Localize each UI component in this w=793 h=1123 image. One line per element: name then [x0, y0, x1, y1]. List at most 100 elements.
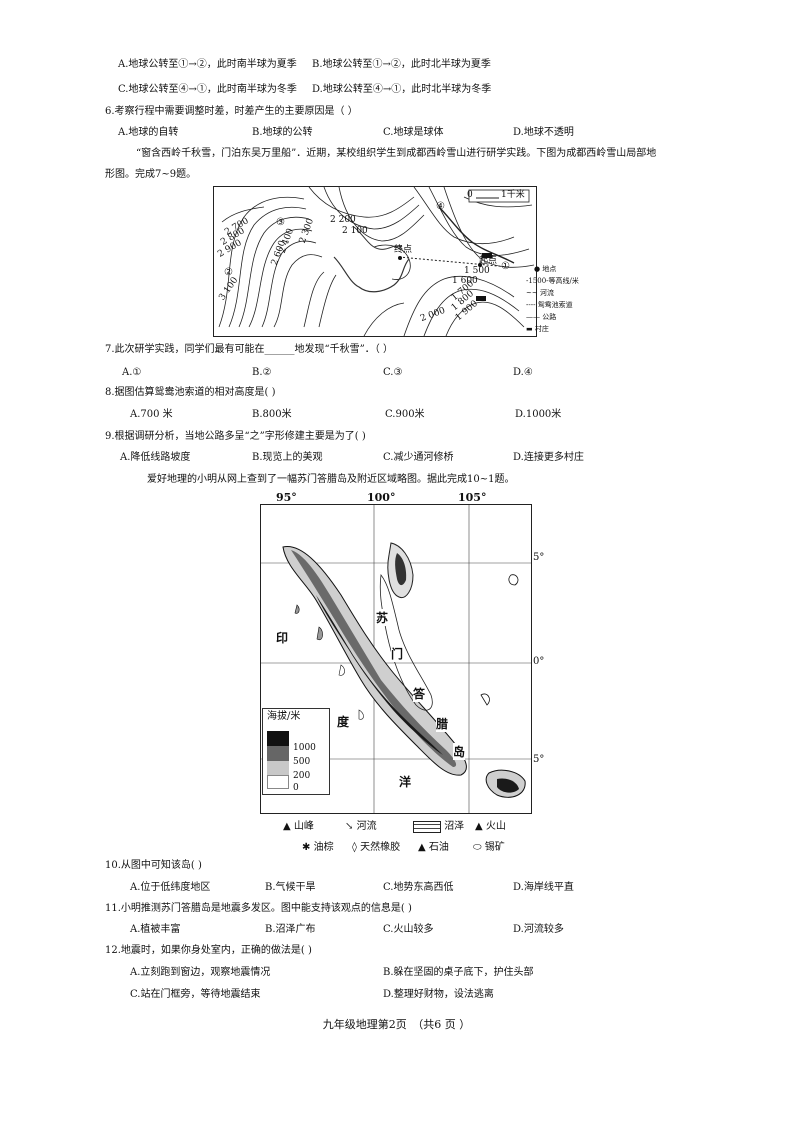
legend-cableway-label: 鸳鸯池索道: [537, 301, 573, 309]
q8-option-b: B.800米: [252, 409, 292, 420]
latitude-label: 5°: [533, 754, 545, 765]
point-3: ③: [276, 217, 285, 228]
river-icon: ↘: [345, 821, 354, 832]
q9-option-b: B.现览上的美观: [252, 452, 323, 463]
q11-stem: 11.小明推测苏门答腊岛是地震多发区。图中能支持该观点的信息是( ): [105, 903, 412, 914]
intro-paragraph-1-line1: “窗含西岭千秋雪，门泊东吴万里船”．近期，某校组织学生到成都西岭雪山进行研学实践…: [136, 148, 657, 159]
elevation-swatch: [267, 746, 289, 761]
q6-option-d: D.地球不透明: [513, 127, 574, 138]
longitude-label: 100°: [367, 491, 396, 504]
legend-road: —— 公路: [526, 313, 557, 321]
elevation-value: 200: [293, 771, 311, 781]
elevation-value: 1000: [293, 743, 316, 753]
scale-zero: 0: [467, 190, 473, 200]
legend-tin-label: 锡矿: [484, 842, 505, 853]
contour-label: 1 500: [464, 266, 490, 276]
q8-stem: 8.据图估算鸳鸯池索道的相对高度是( ): [105, 387, 276, 398]
q11-option-d: D.河流较多: [513, 924, 564, 935]
point-1: ①: [501, 261, 510, 272]
legend-site-label: 地点: [542, 265, 557, 273]
q9-option-c: C.减少通河修桥: [383, 452, 454, 463]
sumatra-map: 印 度 洋 苏 门 答 腊 岛: [260, 504, 532, 814]
elevation-value: 0: [293, 783, 299, 793]
legend-rubber-label: 天然橡胶: [360, 842, 401, 853]
q5-option-d: D.地球公转至④→①，此时北半球为冬季: [312, 84, 492, 95]
volcano-icon: ▲: [475, 821, 483, 832]
legend-river-label: 河流: [539, 289, 554, 297]
contour-lines: [218, 186, 535, 337]
q7-option-b: B.②: [252, 367, 272, 378]
legend-village-label: 村庄: [534, 325, 549, 333]
intro-paragraph-2: 爱好地理的小明从网上查到了一幅苏门答腊岛及附近区域略图。据此完成10~1题。: [147, 474, 515, 485]
q6-option-b: B.地球的公转: [252, 127, 313, 138]
contour-label: 2 100: [342, 226, 368, 236]
start-label: 起点: [479, 256, 498, 266]
label-dao: 岛: [453, 743, 466, 760]
label-da: 答: [413, 685, 426, 702]
q6-option-a: A.地球的自转: [118, 127, 179, 138]
legend-river: ↘ 河流: [345, 817, 377, 832]
latitude-label: 0°: [533, 656, 545, 667]
elevation-swatch: [267, 761, 289, 775]
legend-palm-label: 油棕: [313, 842, 334, 853]
q7-option-c: C.③: [383, 367, 403, 378]
q12-option-a: A.立刻跑到窗边，观察地震情况: [130, 967, 271, 978]
q9-option-d: D.连接更多村庄: [513, 452, 584, 463]
label-du: 度: [337, 715, 350, 729]
q10-stem: 10.从图中可知该岛( ): [105, 860, 202, 871]
contour-label: 1 600: [452, 276, 478, 286]
swamp-icon: [413, 820, 441, 833]
legend-site: ● 地点: [534, 265, 557, 273]
elevation-swatch: [267, 775, 289, 789]
q6-option-c: C.地球是球体: [383, 127, 444, 138]
legend-village: ▬ 村庄: [526, 325, 549, 333]
label-la: 腊: [436, 715, 449, 732]
q11-option-b: B.沼泽广布: [265, 924, 316, 935]
legend-tin: ⬭ 锡矿: [473, 838, 505, 853]
page-footer: 九年级地理第2页 （共6 页 ）: [322, 1018, 471, 1031]
legend-volcano: ▲ 火山: [475, 817, 506, 832]
legend-contour: -1500-等高线/米: [526, 277, 579, 285]
q7-option-a: A.①: [122, 367, 142, 378]
q5-option-c: C.地球公转至④→①，此时南半球为冬季: [118, 84, 297, 95]
q7-option-d: D.④: [513, 367, 533, 378]
legend-cableway: ---- 鸳鸯池索道: [526, 301, 573, 309]
legend-swamp: 沼泽: [413, 817, 464, 833]
elevation-legend-title: 海拔/米: [267, 711, 301, 722]
q7-stem: 7.此次研学实践，同学们最有可能在______地发现“千秋雪”．（ ）: [105, 344, 393, 355]
q8-option-c: C.900米: [385, 409, 425, 420]
intro-paragraph-1-line2: 形图。完成7~9题。: [105, 169, 197, 180]
legend-volcano-label: 火山: [485, 821, 506, 832]
label-yang: 洋: [399, 775, 412, 789]
q10-option-d: D.海岸线平直: [513, 882, 574, 893]
q10-option-b: B.气候干旱: [265, 882, 316, 893]
q12-stem: 12.地震时，如果你身处室内，正确的做法是( ): [105, 945, 312, 956]
label-su: 苏: [376, 609, 389, 626]
q12-option-c: C.站在门框旁，等待地震结束: [130, 989, 261, 1000]
elevation-value: 500: [293, 757, 311, 767]
q12-option-d: D.整理好财物，设法逃离: [383, 989, 494, 1000]
rubber-icon: ◊: [352, 842, 357, 853]
label-yin: 印: [276, 631, 289, 645]
q5-option-a: A.地球公转至①→②，此时南半球为夏季: [118, 59, 297, 70]
tin-icon: ⬭: [473, 842, 482, 853]
latitude-label: 5°: [533, 552, 545, 563]
q9-option-a: A.降低线路坡度: [120, 452, 191, 463]
q12-option-b: B.躲在坚固的桌子底下，护住头部: [383, 967, 534, 978]
legend-road-label: 公路: [542, 313, 557, 321]
map-legend: ● 地点 -1500-等高线/米 ~~ 河流 ---- 鸳鸯池索道 —— 公路 …: [522, 262, 602, 342]
q9-stem: 9.根据调研分析，当地公路多呈“之”字形修建主要是为了( ): [105, 431, 366, 442]
legend-peak-label: 山峰: [293, 821, 314, 832]
legend-oil: ▲ 石油: [418, 838, 449, 853]
topographic-map: 0 1千米 2 700 2 800 2 900 3 100 2 400 2 60…: [213, 186, 537, 337]
q6-stem: 6.考察行程中需要调整时差，时差产生的主要原因是（ ）: [105, 106, 358, 117]
label-men: 门: [391, 645, 404, 662]
q10-option-a: A.位于低纬度地区: [130, 882, 211, 893]
legend-swamp-label: 沼泽: [444, 821, 465, 832]
island-shape: [261, 505, 531, 813]
longitude-label: 95°: [276, 491, 297, 504]
point-2: ②: [224, 267, 233, 278]
elevation-swatch: [267, 731, 289, 746]
scale-unit: 1千米: [501, 190, 525, 200]
point-4: ④: [436, 201, 445, 212]
